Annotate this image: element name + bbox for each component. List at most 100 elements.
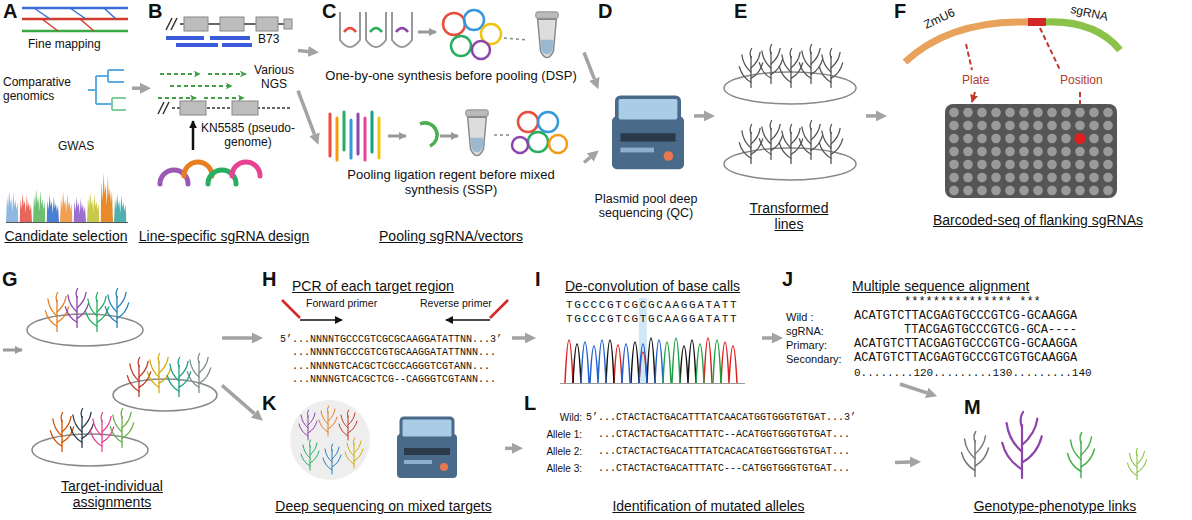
illustration-ellipse <box>113 379 217 411</box>
flow-arrow <box>584 53 594 79</box>
illustration-use <box>739 125 762 164</box>
figure-panel: KDeep sequencing on mixed targets <box>262 392 505 520</box>
flow-arrow <box>298 91 314 135</box>
illustration-use <box>779 125 802 164</box>
illustration-g <box>160 162 260 184</box>
panel-caption: One-by-one synthesis before pooling (DSP… <box>318 69 584 84</box>
illustration-path <box>371 112 374 152</box>
illustration-use <box>187 354 210 393</box>
illustration-path <box>388 135 406 138</box>
flow-arrow <box>694 114 704 118</box>
illustration-use <box>33 188 46 222</box>
illustration-use <box>90 413 113 452</box>
annotation-label: B73 <box>258 33 279 47</box>
annotation-label: Plate <box>962 74 989 88</box>
panel-letter: H <box>262 268 276 291</box>
illustration-use <box>101 172 114 222</box>
illustration-path <box>966 44 972 70</box>
panel-title: Barcoded-seq of flanking sgRNAs <box>886 212 1190 228</box>
illustration-path <box>370 28 382 32</box>
illustration-rect <box>166 36 204 40</box>
illustration-use <box>466 110 488 156</box>
annotation-label: Fine mapping <box>28 38 101 52</box>
illustration-path <box>158 102 169 114</box>
figure-panel: ETransformed lines <box>714 0 866 252</box>
illustration-path <box>344 28 356 32</box>
illustration-use <box>962 432 989 477</box>
illustration-path <box>440 135 458 138</box>
figure-panel: IDe-convolution of base calls <box>535 266 762 388</box>
panel-letter: D <box>598 0 612 23</box>
illustration-path <box>329 114 332 156</box>
illustration-path <box>232 162 260 176</box>
sequence-text: ...NNNNTGCCCGTCGTGCAAGGATATTNNN... <box>292 347 496 359</box>
figure-panel: CPooling sgRNA/vectorsOne-by-one synthes… <box>318 0 584 252</box>
illustration-use <box>110 409 133 448</box>
illustration-g <box>443 10 501 59</box>
sequence-text: 5’...NNNNTGCCCGTCGCGCAAGGATATTNN...3’ <box>280 334 502 346</box>
illustration-path <box>1040 28 1060 70</box>
annotation-label: Allele 1: <box>538 429 582 441</box>
sequence-text: 0........120.........130.........140 <box>854 367 1092 380</box>
illustration-path <box>560 383 745 384</box>
illustration-g <box>739 45 842 164</box>
annotation-label: sgRNA <box>1069 3 1109 24</box>
panel-letter: M <box>964 396 981 419</box>
illustration-circle <box>443 13 465 35</box>
illustration-use <box>1127 448 1146 480</box>
sequence-text: *************** *** <box>904 296 1041 310</box>
illustration-ellipse <box>32 434 148 466</box>
illustration-use <box>45 293 68 332</box>
annotation-label: Wild: <box>538 412 582 424</box>
flow-arrow <box>895 460 910 464</box>
illustration-use <box>397 418 457 478</box>
flow-arrow <box>222 336 252 340</box>
illustration-use <box>65 289 88 328</box>
illustration-circle <box>512 137 528 153</box>
illustration-path <box>1046 22 1120 50</box>
flow-arrow <box>900 384 927 393</box>
illustration-path <box>446 319 490 321</box>
illustration-circle <box>464 10 484 30</box>
illustration-use <box>1068 433 1095 478</box>
panel-title: Genotype-phenotype links <box>920 498 1190 514</box>
panel-title: Target-individual assignments <box>47 478 177 510</box>
illustration-rect <box>945 104 1117 198</box>
illustration-path <box>420 123 437 146</box>
figure-panel: FBarcoded-seq of flanking sgRNAs <box>886 0 1190 252</box>
illustration-use <box>105 289 128 328</box>
illustration-use <box>819 125 842 164</box>
illustration-circle <box>528 132 548 152</box>
illustration-path <box>300 319 342 321</box>
illustration-rect <box>210 36 250 40</box>
sequence-text: ...NNNNGTCACGCTCGCCAGGGTCGTANN... <box>292 361 490 373</box>
flow-arrow <box>584 157 590 162</box>
illustration-path <box>905 22 1028 62</box>
annotation-label: Forward primer <box>306 297 377 309</box>
annotation-label: sgRNA: <box>786 325 824 338</box>
illustration-path <box>336 118 339 160</box>
annotation-label: Position <box>1060 74 1103 88</box>
illustration-path <box>22 18 128 21</box>
figure-panel: M Genotype-phenotype links <box>920 396 1190 520</box>
illustration-rect <box>220 17 244 31</box>
sub-panel: One-by-one synthesis before pooling (DSP… <box>318 5 584 100</box>
flow-arrow <box>866 114 876 118</box>
annotation-label: Allele 2: <box>538 446 582 458</box>
illustration-use <box>819 49 842 88</box>
illustration-path <box>22 30 128 33</box>
annotation-label: KN5585 (pseudo-genome) <box>200 122 296 150</box>
annotation-label: GWAS <box>58 140 94 154</box>
illustration-path <box>494 134 512 136</box>
sequence-text: TTACGAGTGCCCGTCG-GCA---- <box>904 324 1077 338</box>
illustration-use <box>799 45 822 84</box>
illustration-path <box>418 31 436 34</box>
annotation-label: ZmU6 <box>922 6 957 32</box>
illustration-path <box>160 73 200 75</box>
illustration-use <box>20 193 33 222</box>
illustration-use <box>799 121 822 160</box>
annotation-label: Comparative genomics <box>3 76 85 104</box>
panel-title: De-convolution of base calls <box>565 278 740 294</box>
